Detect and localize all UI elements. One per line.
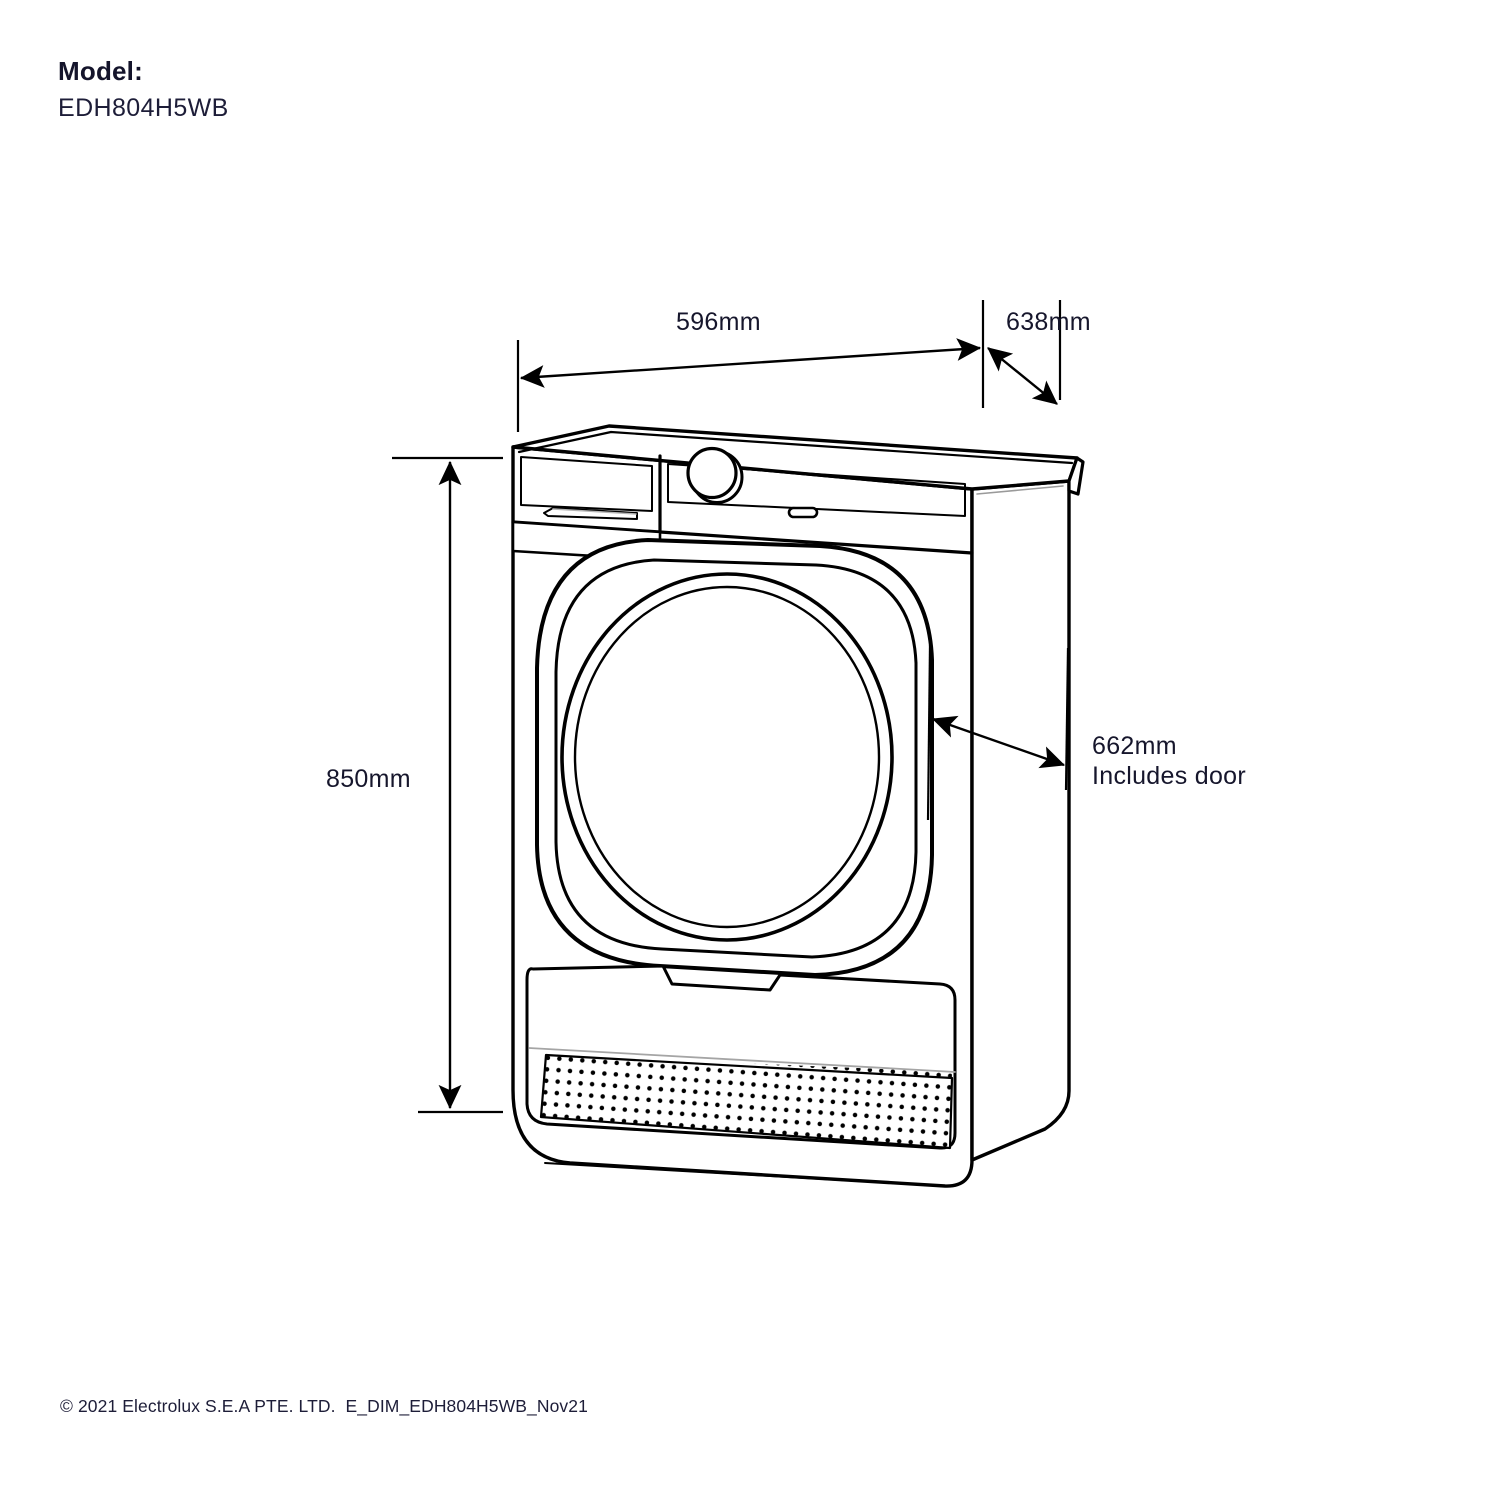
dimension-width-label: 596mm xyxy=(676,308,761,336)
dimension-height xyxy=(392,456,503,1114)
dimension-width xyxy=(516,300,985,432)
door-glass xyxy=(560,572,894,942)
top-lid xyxy=(511,424,1085,496)
model-code: EDH804H5WB xyxy=(58,94,229,122)
dimension-depth xyxy=(987,300,1062,405)
width-arrow xyxy=(519,338,982,388)
model-block: Model: EDH804H5WB xyxy=(58,58,229,121)
dimension-depth-with-door-label: 662mm xyxy=(1092,732,1177,760)
dimension-depth-with-door xyxy=(926,644,1070,821)
model-label: Model: xyxy=(58,56,143,86)
rear-ext xyxy=(1064,647,1070,791)
door-edge-ext xyxy=(926,644,932,821)
base-line xyxy=(544,1162,945,1187)
dimension-depth-label: 638mm xyxy=(1006,308,1091,336)
copyright-footer: © 2021 Electrolux S.E.A PTE. LTD. E_DIM_… xyxy=(60,1396,588,1416)
depth-door-arrow xyxy=(931,715,1066,769)
indicator-light xyxy=(787,506,819,519)
dimension-height-label: 850mm xyxy=(326,765,411,793)
depth-arrow xyxy=(987,347,1058,405)
program-dial xyxy=(686,446,744,504)
dimension-depth-with-door-note: Includes door xyxy=(1092,762,1246,790)
right-side-panel xyxy=(970,479,1071,1162)
